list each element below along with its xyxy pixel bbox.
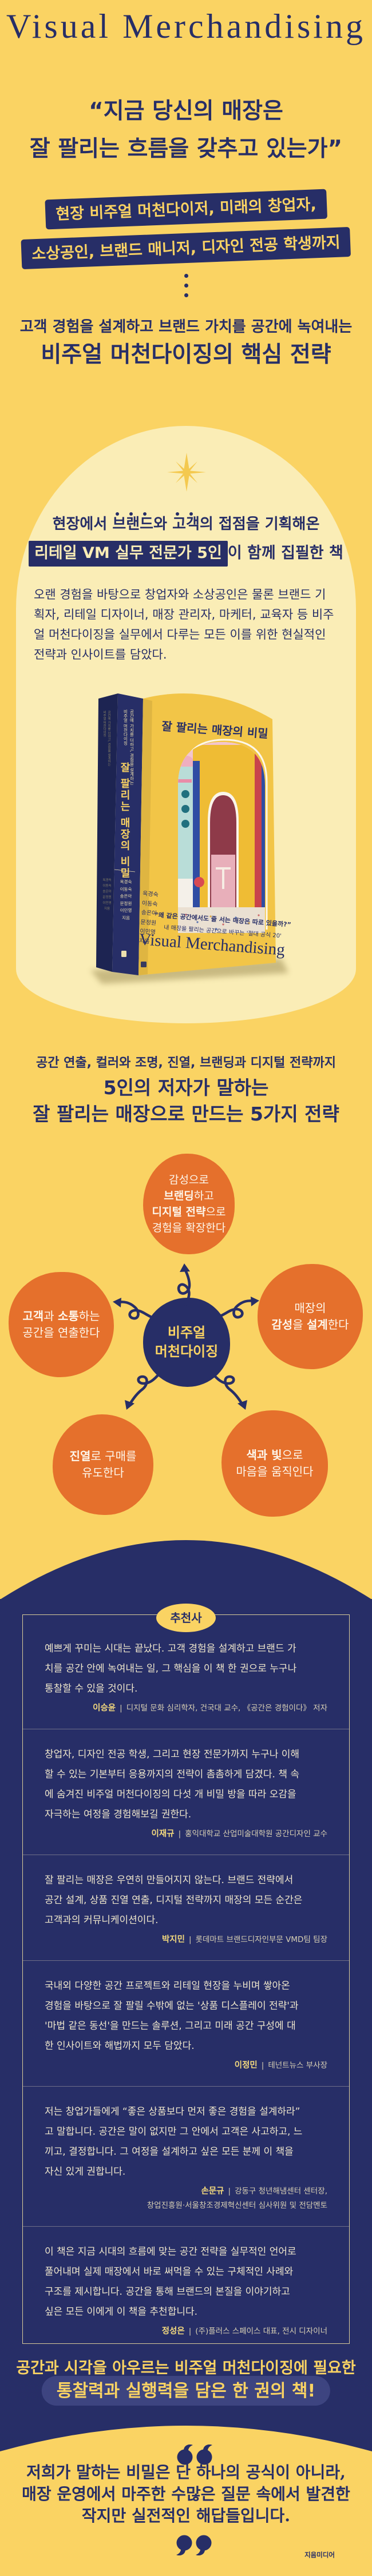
- audience-banner-1: 현장 비주얼 머천다이저, 미래의 창업자,: [45, 189, 327, 230]
- testimonial-name: 이승윤: [93, 1704, 116, 1713]
- spine-divider: [114, 869, 136, 872]
- separator: |: [228, 2187, 231, 2196]
- dot: [184, 284, 188, 288]
- separator: |: [188, 2327, 192, 2336]
- separator: |: [178, 1829, 181, 1839]
- testimonial-attribution: 손문규 | 강동구 청년해냄센터 센터장, 창업진흥원·서울창조경제혁신센터 심사위…: [45, 2184, 327, 2213]
- testimonial-name: 정성은: [161, 2327, 185, 2336]
- diagram-arrows: [113, 1263, 259, 1410]
- testimonial-name: 박지민: [161, 1935, 185, 1944]
- arch-headline-1: 현장에서 브랜드와 고객의 접점을 기획해온: [52, 516, 320, 533]
- spine-title: 잘 팔리는 매장의 비밀: [118, 762, 130, 879]
- testimonial-body: 저는 창업가들에게 “좋은 상품보다 먼저 좋은 경험을 설계하라”고 말합니다…: [45, 2106, 303, 2178]
- spine-logo: [121, 951, 126, 957]
- testimonial-attribution: 이정민| 테넌트뉴스 부사장: [45, 2059, 327, 2073]
- dot: [184, 274, 188, 278]
- book-cover-photo: [178, 742, 265, 933]
- quote-glyph: [177, 2445, 212, 2465]
- separator: |: [120, 1704, 122, 1713]
- dot: [184, 293, 188, 297]
- intro-subtitle: 고객 경험을 설계하고 브랜드 가치를 공간에 녹여내는: [19, 318, 353, 336]
- testimonial-5: 저는 창업가들에게 “좋은 상품보다 먼저 좋은 경험을 설계하라”고 말합니다…: [23, 2102, 349, 2213]
- book-spine: [112, 693, 143, 975]
- book-mockup-art: [90, 693, 288, 984]
- testimonial-attribution: 정성은|(주)플러스 스페이스 대표, 전시 디자이너: [45, 2324, 327, 2339]
- cover-binding-shade: [138, 699, 152, 975]
- dots-divider: [0, 274, 372, 297]
- quote-glyph: [176, 2535, 212, 2555]
- close-quote-icon: [176, 2535, 212, 2555]
- testimonial-desc: 강동구 청년해냄센터 센터장,: [235, 2187, 327, 2196]
- navy-dome-top: [0, 1540, 372, 1600]
- sparkle-icon: [167, 453, 206, 492]
- testimonial-name: 이정민: [234, 2061, 258, 2070]
- audience-banner-2: 소상공인, 브랜드 매니저, 디자인 전공 학생까지: [21, 226, 351, 270]
- brand-title: Visual Merchandising: [6, 7, 366, 45]
- publisher-logo-text: 지음미디어: [304, 2551, 335, 2559]
- testimonial-attribution: 이승윤 | 디지털 문화 심리학자, 건국대 교수, 《공간은 경험이다》 저자: [45, 1701, 327, 1716]
- testimonial-attribution: 이재규| 홍익대학교 산업미술대학원 공간디자인 교수: [45, 1827, 327, 1841]
- testimonial-desc: 홍익대학교 산업미술대학원 공간디자인 교수: [185, 1829, 327, 1839]
- open-quote-icon: [177, 2445, 212, 2465]
- testimonial-desc: 롯데마트 브랜드디자인부문 VMD팀 팀장: [195, 1935, 327, 1944]
- testimonial-name: 이재규: [151, 1829, 175, 1839]
- strategy-line-1: 5인의 저자가 말하는: [103, 1076, 269, 1099]
- testimonial-desc: 테넌트뉴스 부사장: [268, 2061, 327, 2070]
- separator: |: [261, 2061, 264, 2070]
- testimonial-desc: 디지털 문화 심리학자, 건국대 교수, 《공간은 경험이다》 저자: [126, 1704, 327, 1713]
- footer-quote: 저희가 말하는 비밀은 단 하나의 공식이 아니라,매장 운영에서 마주한 수많…: [22, 2463, 350, 2525]
- bottom-band-line-1: 공간과 시각을 아우르는 비주얼 머천다이징에 필요한: [16, 2359, 356, 2377]
- strategy-kicker: 공간 연출, 컬러와 조명, 진열, 브랜딩과 디지털 전략까지: [36, 1056, 336, 1070]
- testimonial-attribution: 박지민|롯데마트 브랜드디자인부문 VMD팀 팀장: [45, 1933, 327, 1947]
- testimonial-desc-2: 창업진흥원·서울창조경제혁신센터 심사위원 및 전담멘토: [147, 2201, 327, 2210]
- testimonial-name: 손문규: [201, 2187, 224, 2196]
- bottom-band-line-2: 통찰력과 실행력을 담은 한 권의 책!: [41, 2376, 331, 2406]
- testimonial-desc: (주)플러스 스페이스 대표, 전시 디자이너: [195, 2327, 327, 2336]
- divider: [23, 2226, 349, 2227]
- cover-logo: [141, 962, 147, 967]
- divider: [23, 2086, 349, 2087]
- navy-section-background: [0, 1599, 372, 2457]
- book-back-spine: [96, 693, 118, 972]
- separator: |: [188, 1935, 192, 1944]
- footer-dome: [0, 2426, 372, 2457]
- recommendations-badge: 추천사: [156, 1604, 216, 1632]
- divider: [23, 1960, 349, 1961]
- strategy-line-2: 잘 팔리는 매장으로 만드는 5가지 전략: [33, 1103, 339, 1125]
- intro-title: 비주얼 머천다이징의 핵심 전략: [41, 342, 331, 368]
- arrow-heads: [113, 1263, 259, 1410]
- arrow-strokes: [117, 1267, 255, 1406]
